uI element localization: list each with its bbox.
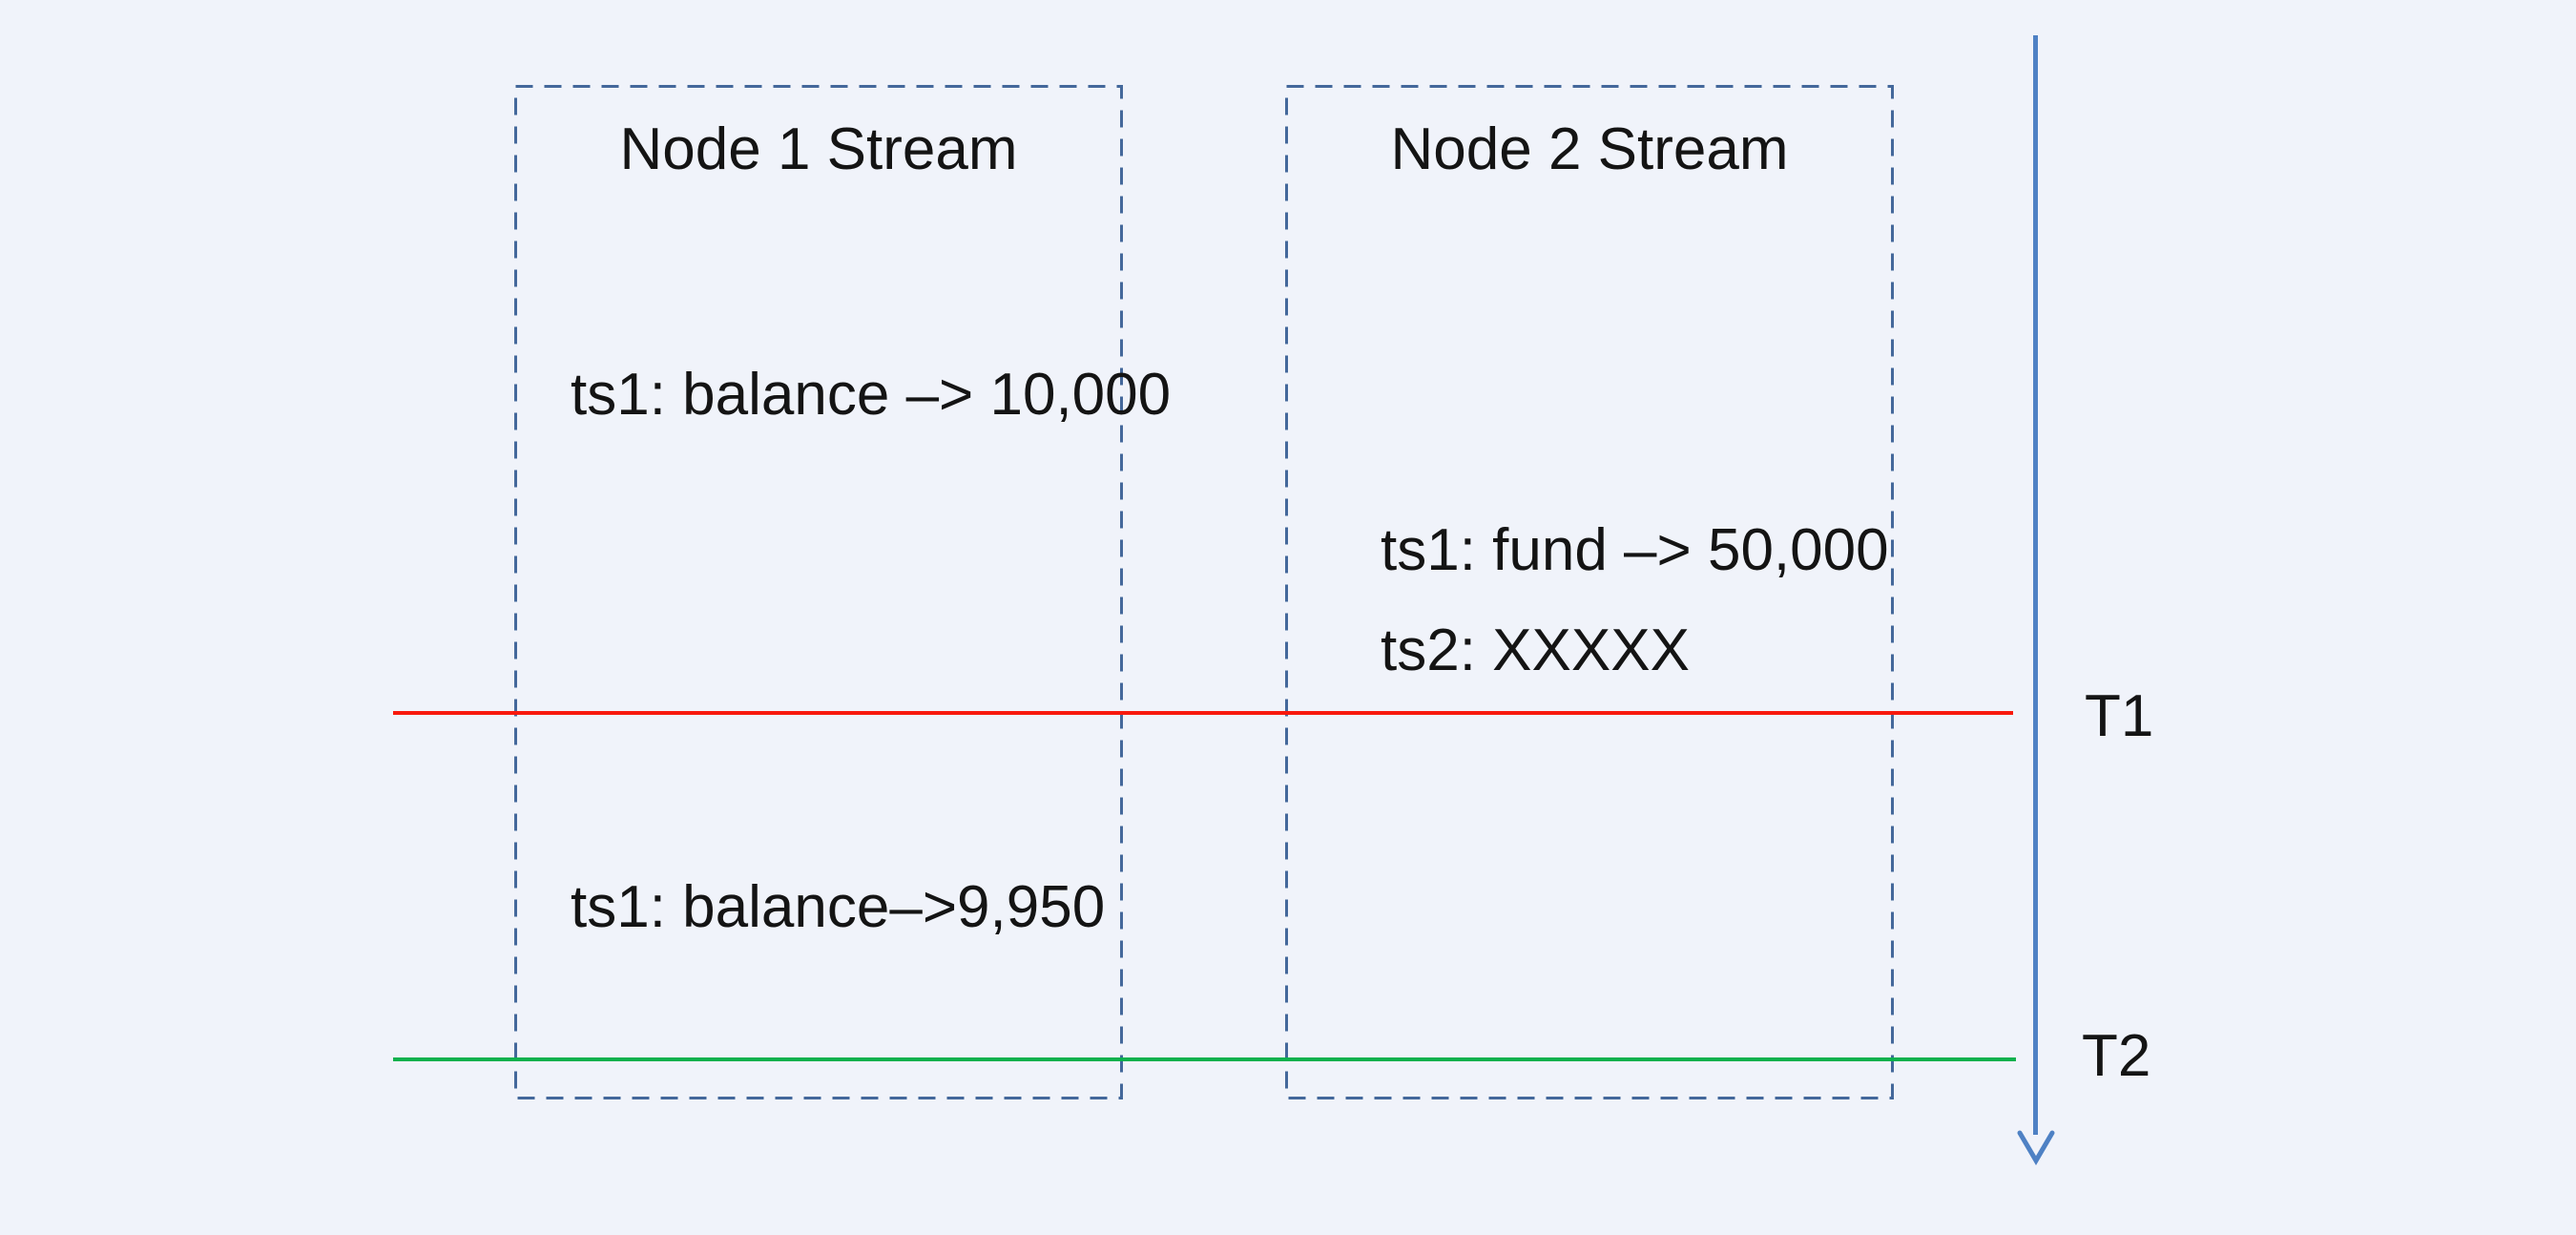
node1-stream-box: Node 1 Stream — [514, 85, 1123, 1099]
node2-event-ts1-fund-50000: ts1: fund –> 50,000 — [1381, 517, 1889, 583]
t2-timestamp-line — [393, 1057, 2016, 1061]
node2-stream-title: Node 2 Stream — [1390, 116, 1789, 182]
node2-event-ts2-crossed-out: ts2: XXXXX — [1381, 618, 1690, 683]
t2-label: T2 — [2082, 1023, 2151, 1089]
t1-label: T1 — [2085, 683, 2154, 749]
time-axis-arrow-down-icon — [2017, 1130, 2055, 1165]
time-axis-line — [2033, 35, 2038, 1135]
node1-event-ts1-balance-9950: ts1: balance–>9,950 — [571, 874, 1106, 940]
node1-dashed-border — [514, 85, 1123, 1099]
node1-stream-title: Node 1 Stream — [619, 116, 1018, 182]
node2-dashed-border — [1285, 85, 1894, 1099]
node2-stream-box: Node 2 Stream — [1285, 85, 1894, 1099]
t1-timestamp-line — [393, 711, 2013, 715]
node1-event-ts1-balance-10000: ts1: balance –> 10,000 — [571, 362, 1172, 428]
